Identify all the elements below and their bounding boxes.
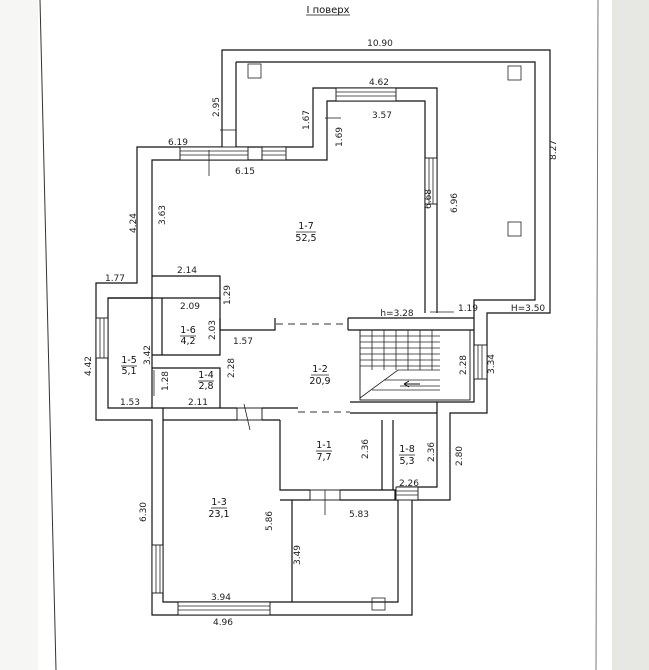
dim-2-03: 2.03 xyxy=(208,320,218,340)
dim-8-27: 8.27 xyxy=(549,140,559,160)
dim-2-09: 2.09 xyxy=(180,302,200,312)
column-marker xyxy=(247,63,262,79)
staircase xyxy=(359,329,471,401)
floor-title: I поверх xyxy=(306,5,349,16)
room-1-4-id: 1-4 xyxy=(198,370,214,381)
dim-2-26: 2.26 xyxy=(399,479,419,489)
paper-left-edge xyxy=(39,0,57,670)
column-marker xyxy=(507,221,522,237)
dim-2-95: 2.95 xyxy=(212,97,222,117)
interior-walls xyxy=(108,275,474,602)
dim-1-69: 1.69 xyxy=(335,127,345,147)
dim-2-28-right: 2.28 xyxy=(459,355,469,375)
dim-h-3-50: H=3.50 xyxy=(511,304,546,314)
dim-2-14: 2.14 xyxy=(177,266,197,276)
dim-4-62: 4.62 xyxy=(369,78,389,88)
dim-3-94: 3.94 xyxy=(211,593,231,603)
room-label-dividers xyxy=(121,231,415,509)
dim-1-77: 1.77 xyxy=(105,274,125,284)
dim-3-63: 3.63 xyxy=(158,205,168,225)
dim-2-11: 2.11 xyxy=(188,398,208,408)
dim-2-36-left: 2.36 xyxy=(361,439,371,459)
room-1-1-id: 1-1 xyxy=(316,440,332,451)
door-ticks xyxy=(153,117,454,515)
dim-3-57: 3.57 xyxy=(372,111,392,121)
dim-3-49: 3.49 xyxy=(293,545,303,565)
dim-1-53: 1.53 xyxy=(120,398,140,408)
dim-4-24: 4.24 xyxy=(129,213,139,233)
dim-1-67: 1.67 xyxy=(302,110,312,130)
dim-3-42: 3.42 xyxy=(143,345,153,365)
dim-1-29: 1.29 xyxy=(223,285,233,305)
room-labels: 1-7 52,5 1-6 4,2 1-5 5,1 1-4 2,8 1-2 20,… xyxy=(121,221,415,520)
dim-6-19: 6.19 xyxy=(168,138,188,148)
room-1-8-id: 1-8 xyxy=(399,444,415,455)
dim-6-30: 6.30 xyxy=(139,502,149,522)
dim-2-80: 2.80 xyxy=(455,446,465,466)
room-1-7-area: 52,5 xyxy=(295,233,316,244)
dim-h-3-28: h=3.28 xyxy=(380,309,414,319)
room-1-6-area: 4,2 xyxy=(180,336,195,347)
dim-4-42: 4.42 xyxy=(84,356,94,376)
room-1-3-area: 23,1 xyxy=(208,509,229,520)
dimension-labels: 10.90 4.62 3.57 6.19 6.15 1.77 2.14 h=3.… xyxy=(105,39,545,628)
column-marker xyxy=(507,65,522,81)
room-1-8-area: 5,3 xyxy=(399,456,414,467)
dim-1-28: 1.28 xyxy=(161,371,171,391)
dim-2-36-right: 2.36 xyxy=(427,442,437,462)
paper-right-edge xyxy=(595,0,599,670)
room-1-7-id: 1-7 xyxy=(298,221,314,232)
room-1-2-area: 20,9 xyxy=(309,376,330,387)
room-1-2-id: 1-2 xyxy=(312,364,328,375)
dim-5-83: 5.83 xyxy=(349,510,369,520)
dim-4-96: 4.96 xyxy=(213,618,233,628)
dim-5-86: 5.86 xyxy=(265,511,275,531)
room-1-5-id: 1-5 xyxy=(121,355,137,366)
dim-3-34: 3.34 xyxy=(487,354,497,374)
room-1-6-id: 1-6 xyxy=(180,325,196,336)
dim-2-28-left: 2.28 xyxy=(227,358,237,378)
paper-sheet xyxy=(38,0,618,670)
dim-6-68: 6.68 xyxy=(424,189,434,209)
column-marker xyxy=(371,597,386,611)
room-1-4-area: 2,8 xyxy=(198,381,213,392)
dim-6-96: 6.96 xyxy=(450,193,460,213)
room-1-3-id: 1-3 xyxy=(211,497,227,508)
page-margin-shadow xyxy=(612,0,649,670)
dim-10-90: 10.90 xyxy=(367,39,393,49)
room-1-5-area: 5,1 xyxy=(121,366,136,377)
dim-6-15: 6.15 xyxy=(235,167,255,177)
dim-1-57: 1.57 xyxy=(233,337,253,347)
room-1-1-area: 7,7 xyxy=(316,452,331,463)
dim-1-19: 1.19 xyxy=(458,304,478,314)
vertical-dimension-labels: 2.95 1.67 1.69 8.27 6.68 6.96 4.24 3.63 … xyxy=(84,97,559,565)
